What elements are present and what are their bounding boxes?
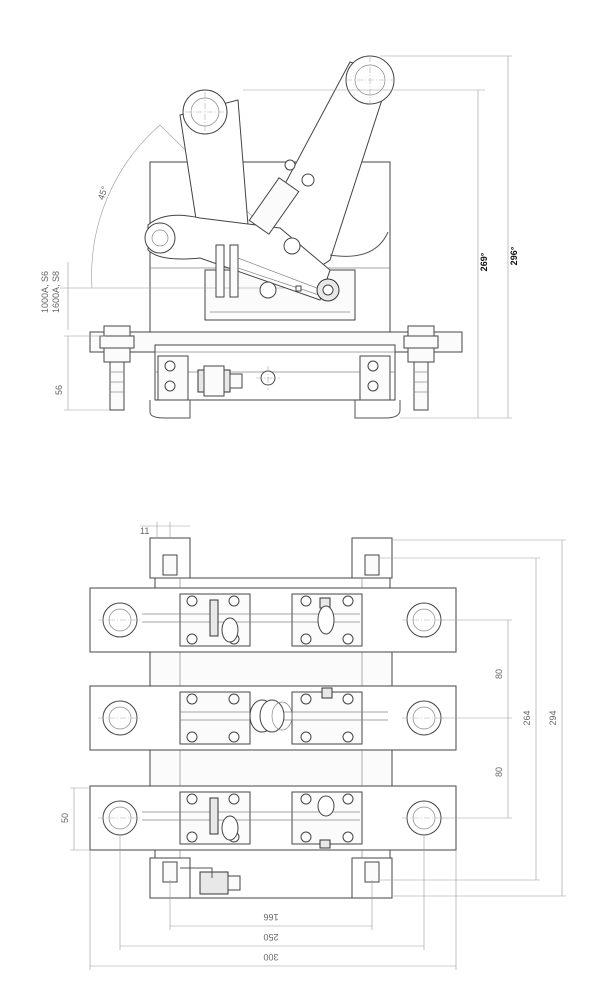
handle-open xyxy=(254,55,395,281)
pole-bar-top xyxy=(89,587,457,653)
handle-closed xyxy=(179,89,249,233)
top-view: 11 xyxy=(60,522,566,970)
rating-label-1: 1000A, S6 xyxy=(40,271,50,313)
pole-span-label: 264 xyxy=(522,710,532,725)
terminal-bolt-left xyxy=(99,325,135,411)
pole-bar-middle xyxy=(89,685,457,751)
bolt-span-label: 250 xyxy=(263,932,278,942)
angle-label: 45° xyxy=(96,185,110,202)
rating-label-2: 1600A, S8 xyxy=(51,271,61,313)
angle-arc xyxy=(91,124,161,289)
base-height-label: 56 xyxy=(54,385,64,395)
overall-depth-label: 294 xyxy=(548,710,558,725)
side-view: 45° xyxy=(40,55,519,419)
height-open-label: 269° xyxy=(479,252,489,271)
mount-span-label: 166 xyxy=(263,912,278,922)
pitch-upper-label: 80 xyxy=(494,669,504,679)
height-total-label: 296° xyxy=(509,246,519,265)
terminal-bolt-right xyxy=(403,325,439,411)
bolt-gap-label: 11 xyxy=(140,526,149,536)
pitch-lower-label: 80 xyxy=(494,767,504,777)
side-lever xyxy=(144,214,331,301)
pole-bar-bottom xyxy=(89,785,457,851)
overall-width-label: 300 xyxy=(263,952,278,962)
bar-width-label: 50 xyxy=(60,813,70,823)
